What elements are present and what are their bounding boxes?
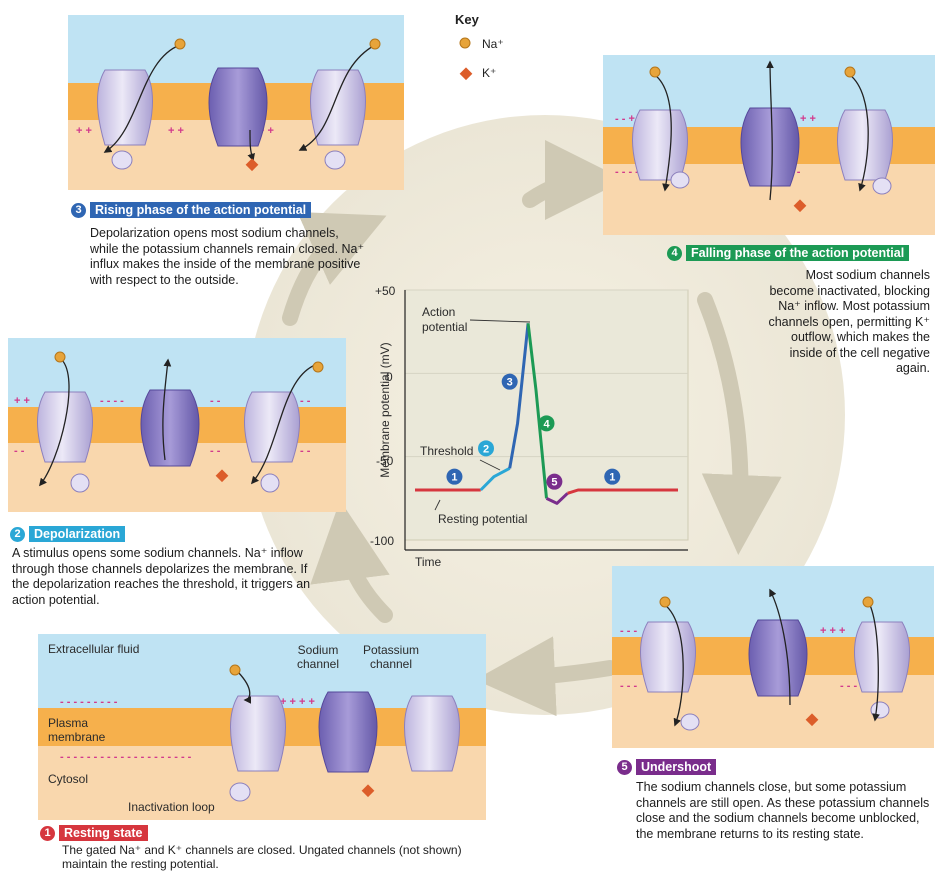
falling-title: Falling phase of the action potential bbox=[686, 245, 909, 261]
key-k-label: K⁺ bbox=[482, 66, 496, 80]
falling-caption: 4 Falling phase of the action potential bbox=[667, 246, 939, 262]
label-plasma-membrane: Plasma membrane bbox=[48, 716, 118, 744]
step-3-marker: 3 bbox=[71, 203, 86, 218]
resting-caption: 1 Resting state bbox=[40, 826, 490, 842]
falling-text: Most sodium channels become inactivated,… bbox=[760, 268, 930, 377]
svg-text:- - -: - - - bbox=[620, 680, 637, 692]
phase-marker-5: 5 bbox=[546, 474, 562, 490]
under-title: Undershoot bbox=[636, 759, 716, 775]
svg-text:+ +: + + bbox=[14, 395, 30, 407]
svg-text:5: 5 bbox=[551, 477, 557, 489]
under-caption: 5 Undershoot bbox=[617, 760, 937, 776]
rising-title: Rising phase of the action potential bbox=[90, 202, 311, 218]
svg-text:- - - - - - - - - -: - - - - - - - - - - - - - - - - - - - - bbox=[60, 751, 192, 763]
graph-ytick-0: 0 bbox=[386, 370, 393, 384]
label-potassium-channel: Potassium channel bbox=[356, 643, 426, 671]
phase-marker-3: 3 bbox=[502, 374, 518, 390]
svg-text:- -: - - bbox=[300, 395, 311, 407]
depol-title: Depolarization bbox=[29, 526, 125, 542]
svg-text:- -: - - bbox=[210, 445, 221, 457]
step-5-marker: 5 bbox=[617, 760, 632, 775]
graph-ytick-50: +50 bbox=[375, 284, 395, 298]
depol-caption: 2 Depolarization bbox=[10, 527, 340, 543]
svg-text:- - - -: - - - - bbox=[100, 395, 124, 407]
rising-caption: 3 Rising phase of the action potential bbox=[71, 203, 371, 219]
svg-text:- -: - - bbox=[14, 445, 25, 457]
svg-text:1: 1 bbox=[451, 472, 457, 484]
step-1-marker: 1 bbox=[40, 826, 55, 841]
key-na-label: Na⁺ bbox=[482, 37, 504, 51]
label-extracellular: Extracellular fluid bbox=[48, 642, 139, 656]
svg-text:4: 4 bbox=[543, 418, 550, 430]
svg-text:+ + +: + + + bbox=[820, 625, 845, 637]
step-4-marker: 4 bbox=[667, 246, 682, 261]
phase-marker-6: 1 bbox=[604, 469, 620, 485]
svg-text:1: 1 bbox=[609, 472, 615, 484]
svg-text:- - - - - - - - -: - - - - - - - - - bbox=[60, 696, 118, 708]
svg-text:- -: - - bbox=[300, 445, 311, 457]
svg-text:+ +: + + bbox=[76, 125, 92, 137]
svg-text:+ +: + + bbox=[168, 125, 184, 137]
label-cytosol: Cytosol bbox=[48, 772, 88, 786]
svg-text:- - -: - - - bbox=[620, 625, 637, 637]
graph-xlabel: Time bbox=[415, 555, 441, 569]
annotation-action-potential: Action potential bbox=[422, 305, 487, 335]
label-sodium-channel: Sodium channel bbox=[288, 643, 348, 671]
svg-text:- -: - - bbox=[210, 395, 221, 407]
svg-text:+ + + +: + + + + bbox=[280, 696, 315, 708]
annotation-threshold: Threshold bbox=[420, 444, 473, 458]
graph-ytick-minus50: -50 bbox=[376, 454, 393, 468]
annotation-resting-potential: Resting potential bbox=[438, 512, 527, 526]
under-text: The sodium channels close, but some pota… bbox=[636, 780, 936, 842]
svg-text:2: 2 bbox=[483, 443, 489, 455]
phase-marker-4: 4 bbox=[539, 415, 555, 431]
svg-text:- - - -: - - - - bbox=[615, 166, 639, 178]
phase-marker-2: 2 bbox=[478, 440, 494, 456]
graph-ytick-minus100: -100 bbox=[370, 534, 394, 548]
svg-text:+ +: + + bbox=[800, 113, 816, 125]
rising-text: Depolarization opens most sodium channel… bbox=[90, 226, 370, 288]
step-2-marker: 2 bbox=[10, 527, 25, 542]
key-title: Key bbox=[455, 12, 479, 27]
resting-title: Resting state bbox=[59, 825, 148, 841]
svg-text:- - -: - - - bbox=[840, 680, 857, 692]
resting-text: The gated Na⁺ and K⁺ channels are closed… bbox=[62, 843, 482, 871]
svg-text:3: 3 bbox=[507, 377, 513, 389]
phase-marker-1: 1 bbox=[446, 469, 462, 485]
depol-text: A stimulus opens some sodium channels. N… bbox=[12, 546, 312, 608]
label-inactivation-loop: Inactivation loop bbox=[128, 800, 215, 814]
